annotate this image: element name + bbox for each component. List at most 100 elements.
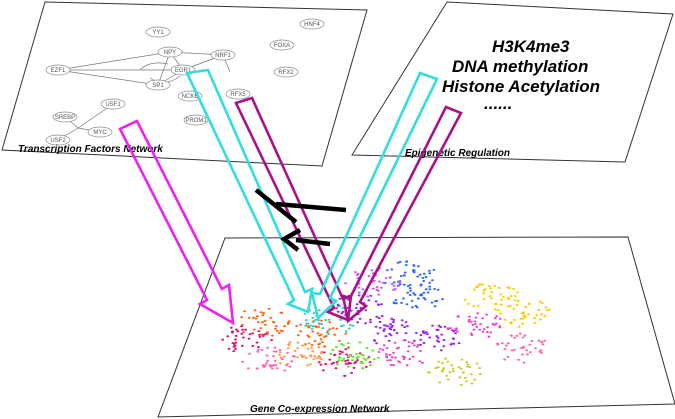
- tf-node-npy: NPY: [157, 46, 183, 58]
- gene-dot: [265, 362, 268, 365]
- gene-dot: [516, 291, 519, 294]
- svg-text:NRF1: NRF1: [215, 53, 231, 59]
- tf-node-hnf4: HNF4: [299, 18, 325, 30]
- gene-dot: [436, 336, 440, 339]
- gene-dot: [380, 303, 383, 306]
- gene-dot: [251, 332, 254, 335]
- gene-dot: [530, 340, 534, 342]
- gene-dot: [441, 298, 444, 301]
- gene-dot: [509, 334, 513, 337]
- gene-dot: [513, 318, 516, 321]
- gene-dot: [527, 313, 530, 316]
- gene-dot: [516, 299, 520, 302]
- gene-dot: [352, 366, 356, 369]
- gene-dot: [519, 317, 523, 320]
- gene-dot: [448, 371, 452, 374]
- gene-dot: [543, 315, 547, 318]
- gene-dot: [274, 327, 277, 330]
- gene-dot: [403, 326, 407, 329]
- gene-dot: [405, 260, 409, 263]
- gene-dot: [408, 294, 412, 296]
- gene-dot: [321, 341, 324, 344]
- gene-dot: [432, 268, 436, 271]
- gene-dot: [257, 348, 261, 351]
- gene-dot: [478, 373, 482, 376]
- gene-dot: [399, 275, 403, 277]
- gene-dot: [240, 316, 244, 319]
- gene-dot: [322, 351, 326, 354]
- gene-dot: [421, 331, 425, 334]
- gene-dot: [428, 285, 431, 288]
- gene-dot: [397, 346, 400, 349]
- gene-dot: [523, 314, 527, 317]
- gene-dot: [229, 326, 233, 329]
- gene-dot: [262, 312, 265, 315]
- gene-dot: [380, 286, 383, 289]
- gene-dot: [333, 333, 337, 336]
- gene-dot: [240, 332, 244, 335]
- gene-dot: [545, 309, 549, 312]
- gene-dot: [392, 301, 396, 304]
- gene-dot: [312, 358, 316, 361]
- gene-dot: [243, 310, 247, 313]
- gene-dot: [327, 332, 330, 335]
- gene-dot: [320, 319, 323, 322]
- gene-dot: [349, 324, 352, 327]
- gene-dot: [336, 310, 340, 313]
- gene-dot: [227, 347, 231, 350]
- gene-dot: [346, 347, 350, 350]
- gene-dot: [253, 309, 257, 312]
- gene-dot: [495, 322, 498, 325]
- gene-dot: [388, 354, 392, 356]
- gene-dot: [414, 304, 418, 307]
- gene-dot: [428, 272, 432, 275]
- gene-dot: [340, 312, 344, 315]
- gene-dot: [509, 295, 513, 297]
- gene-dot: [481, 283, 484, 286]
- gene-dot: [418, 273, 422, 276]
- gene-dot: [392, 364, 396, 367]
- gene-dot: [273, 359, 277, 362]
- gene-dot: [364, 309, 368, 312]
- gene-dot: [506, 342, 510, 345]
- gene-dot: [540, 313, 543, 316]
- gene-dot: [331, 327, 335, 330]
- gene-dot: [522, 361, 526, 364]
- gene-dot: [258, 335, 262, 338]
- tf-node-nrf1: NRF1: [210, 49, 236, 61]
- gene-dot: [450, 364, 454, 367]
- gene-dot: [269, 365, 273, 368]
- gene-dot: [286, 347, 290, 350]
- gene-dot: [349, 354, 352, 357]
- gene-dot: [355, 353, 359, 355]
- gene-dot: [317, 346, 321, 349]
- gene-dot: [337, 359, 341, 362]
- gene-dot: [436, 288, 440, 291]
- gene-dot: [478, 367, 481, 369]
- gene-dot: [376, 332, 380, 335]
- gene-dot: [381, 348, 385, 351]
- gene-dot: [234, 341, 238, 344]
- gene-dot: [419, 343, 422, 346]
- gene-dot: [385, 269, 389, 272]
- gene-dot: [278, 351, 282, 354]
- gene-dot: [467, 302, 470, 305]
- gene-dot: [319, 338, 323, 341]
- gene-dot: [356, 356, 360, 358]
- gene-dot: [499, 312, 502, 315]
- gene-dot: [347, 362, 350, 365]
- gene-dot: [506, 305, 510, 308]
- gene-dot: [316, 332, 320, 335]
- gene-dot: [382, 344, 386, 347]
- gene-dot: [335, 307, 338, 310]
- gene-dot: [468, 366, 472, 368]
- gene-dot: [323, 345, 326, 348]
- gene-dot: [338, 297, 342, 300]
- gene-dot: [342, 344, 345, 347]
- svg-text:RFX2: RFX2: [278, 70, 294, 76]
- gene-dot: [257, 321, 260, 323]
- gene-dot: [469, 332, 473, 335]
- gene-dot: [272, 355, 275, 358]
- gene-dot: [234, 338, 237, 341]
- gene-dot: [339, 318, 343, 321]
